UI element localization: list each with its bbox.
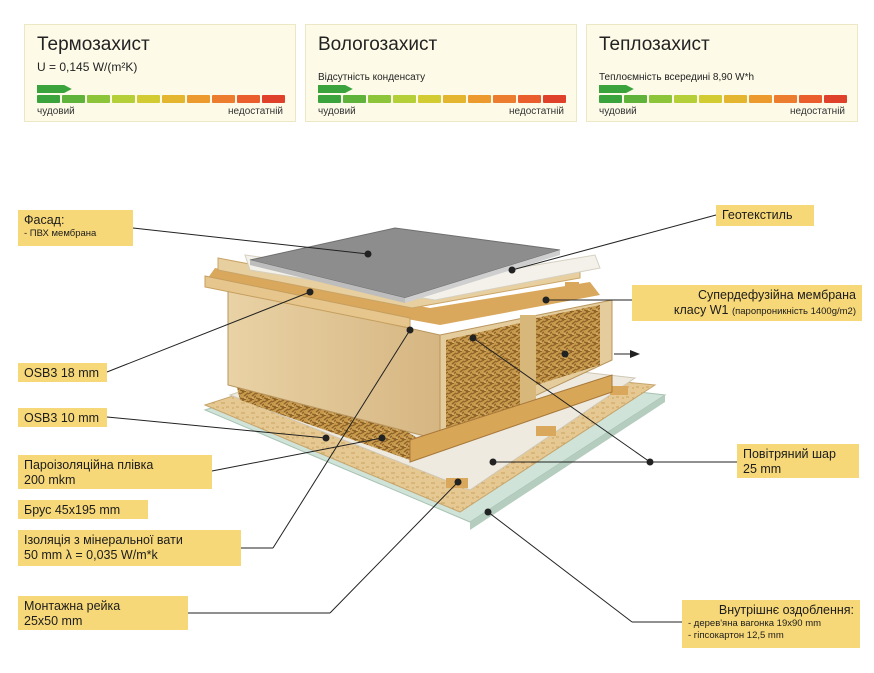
scale-segment — [674, 95, 697, 103]
callout-line1: Пароізоляційна плівка — [24, 458, 154, 472]
callout-facade: Фасад: - ПВХ мембрана — [18, 210, 133, 246]
card-title: Термозахист — [37, 34, 150, 55]
scale-segment — [649, 95, 672, 103]
callout-title: Внутрішнє оздоблення: — [718, 603, 854, 617]
rating-scale — [37, 95, 285, 104]
scale-segment — [262, 95, 285, 103]
callout-subtitle: - ПВХ мембрана — [24, 228, 97, 239]
card-title: Вологозахист — [318, 34, 438, 55]
callout-line2: 200 mkm — [24, 473, 76, 487]
callout-geotextile: Геотекстиль — [716, 205, 814, 226]
scale-segment — [774, 95, 797, 103]
scale-segment — [237, 95, 260, 103]
callout-sub1: - дерев'яна вагонка 19x90 mm — [688, 618, 822, 629]
scale-segment — [599, 95, 622, 103]
callout-insulation: Ізоляція з мінеральної вати 50 mm λ = 0,… — [18, 530, 241, 566]
callout-line2: 50 mm λ = 0,035 W/m*k — [24, 548, 158, 562]
scale-segment — [87, 95, 110, 103]
scale-label-good: чудовий — [599, 106, 637, 117]
scale-segment — [418, 95, 441, 103]
scale-segment — [724, 95, 747, 103]
callout-title: Геотекстиль — [722, 208, 793, 222]
scale-segment — [37, 95, 60, 103]
scale-segment — [318, 95, 341, 103]
card-heat: Теплозахист Теплоємність всередині 8,90 … — [586, 24, 858, 122]
scale-label-bad: недостатній — [228, 106, 283, 117]
rating-marker — [37, 85, 72, 93]
scale-label-good: чудовий — [318, 106, 356, 117]
scale-segment — [368, 95, 391, 103]
callout-rail: Монтажна рейка 25x50 mm — [18, 596, 188, 630]
scale-segment — [749, 95, 772, 103]
scale-segment — [624, 95, 647, 103]
scale-segment — [187, 95, 210, 103]
callout-vapor-film: Пароізоляційна плівка 200 mkm — [18, 455, 212, 489]
scale-segment — [62, 95, 85, 103]
callout-osb18: OSB3 18 mm — [18, 363, 107, 382]
callout-line1: Ізоляція з мінеральної вати — [24, 533, 183, 547]
card-subtitle: Теплоємність всередині 8,90 W*h — [599, 72, 755, 83]
callout-line1: Повітряний шар — [743, 447, 836, 461]
scale-label-bad: недостатній — [509, 106, 564, 117]
scale-segment — [799, 95, 822, 103]
callout-interior: Внутрішнє оздоблення: - дерев'яна вагонк… — [682, 600, 860, 648]
scale-segment — [162, 95, 185, 103]
scale-label-good: чудовий — [37, 106, 75, 117]
scale-label-bad: недостатній — [790, 106, 845, 117]
callout-beam: Брус 45x195 mm — [18, 500, 148, 519]
leader-dots — [306, 250, 654, 516]
card-title: Теплозахист — [599, 34, 710, 55]
scale-segment — [137, 95, 160, 103]
scale-segment — [699, 95, 722, 103]
callout-line1: Супердефузійна мембрана — [697, 288, 856, 302]
card-subtitle: U = 0,145 W/(m²K) — [37, 60, 138, 74]
callout-line2: 25x50 mm — [24, 614, 83, 628]
callout-membrane: Супердефузійна мембрана класу W1 (паропр… — [632, 285, 862, 321]
scale-segment — [343, 95, 366, 103]
scale-segment — [543, 95, 566, 103]
scale-segment — [212, 95, 235, 103]
rating-scale — [599, 95, 847, 104]
bottom-beam — [409, 374, 613, 463]
callout-line2: класу W1 — [673, 303, 729, 317]
rating-marker — [599, 85, 634, 93]
rating-marker — [318, 85, 353, 93]
callout-air-gap: Повітряний шар 25 mm — [737, 444, 859, 478]
scale-segment — [112, 95, 135, 103]
callout-line2: 25 mm — [743, 462, 782, 476]
rating-scale — [318, 95, 566, 104]
callout-title: OSB3 10 mm — [24, 411, 100, 425]
leader-lines — [106, 214, 737, 623]
callout-line1: Монтажна рейка — [24, 599, 121, 613]
card-subtitle: Відсутність конденсату — [318, 72, 426, 83]
callout-title: Брус 45x195 mm — [24, 503, 121, 517]
callout-sub2: - гіпсокартон 12,5 mm — [688, 630, 784, 641]
osb-18 — [205, 268, 600, 325]
scale-segment — [518, 95, 541, 103]
scale-segment — [824, 95, 847, 103]
scale-segment — [468, 95, 491, 103]
scale-segment — [493, 95, 516, 103]
callout-line2-note: (паропроникність 1400g/m2) — [731, 306, 856, 317]
callout-title: Фасад: — [24, 213, 65, 227]
scale-segment — [443, 95, 466, 103]
card-thermal: Термозахист U = 0,145 W/(m²K) чудовий не… — [24, 24, 296, 122]
card-moisture: Вологозахист Відсутність конденсату чудо… — [305, 24, 577, 122]
callout-osb10: OSB3 10 mm — [18, 408, 107, 427]
callout-title: OSB3 18 mm — [24, 366, 100, 380]
scale-segment — [393, 95, 416, 103]
